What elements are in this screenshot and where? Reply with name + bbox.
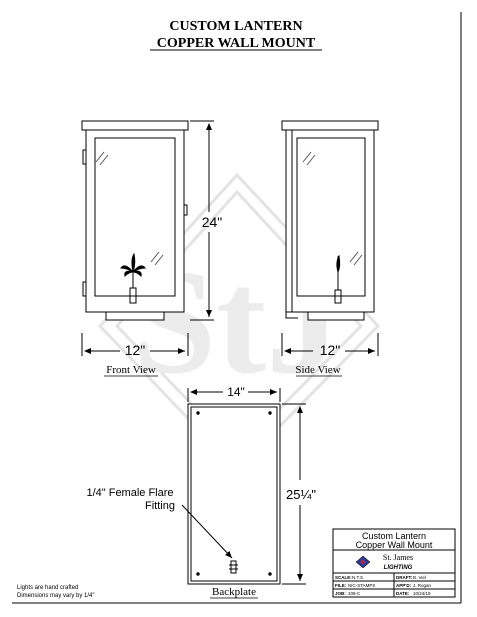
side-width-label: 12": [320, 342, 341, 358]
draft-value: B. Viel: [413, 575, 426, 580]
file-label: FILE:: [335, 583, 347, 588]
job-label: JOB:: [335, 591, 346, 596]
side-view: [281, 120, 379, 321]
backplate-view: [187, 403, 281, 585]
front-view-label: Front View: [106, 364, 156, 376]
title-block-product-line2: Copper Wall Mount: [356, 540, 433, 550]
fitting-callout-line2: Fitting: [145, 500, 175, 512]
company-logo-icon: [355, 555, 371, 569]
file-value: NIC-STAMPS: [348, 583, 375, 588]
appd-value: J. Rogan: [413, 583, 432, 588]
fitting-callout-leader: [181, 504, 233, 559]
note-line1: Lights are hand crafted: [17, 585, 78, 591]
draft-label: DRAFT:: [396, 575, 413, 580]
side-width-dimension: [281, 333, 379, 356]
company-name-line2: LIGHTING: [384, 565, 413, 571]
height-dimension: [190, 120, 214, 321]
title-block-product-line1: Custom Lantern: [362, 531, 426, 541]
drawing-title-line2: COPPER WALL MOUNT: [157, 36, 316, 51]
appd-label: APP'D:: [396, 583, 412, 588]
front-width-dimension: [81, 333, 189, 356]
backplate-height-dimension: [282, 403, 306, 585]
title-block: [332, 528, 456, 598]
fitting-callout-line1: 1/4" Female Flare: [86, 487, 173, 499]
drawing-title-line1: CUSTOM LANTERN: [169, 19, 302, 34]
backplate-height-label: 25¼": [286, 487, 316, 502]
company-name-line1: St. James: [383, 553, 413, 562]
note-line2: Dimensions may vary by 1/4": [17, 593, 95, 599]
job-value: 108-C: [348, 591, 361, 596]
date-label: DATE:: [396, 591, 410, 596]
front-width-label: 12": [125, 342, 146, 358]
front-view: [81, 120, 189, 321]
side-view-label: Side View: [295, 364, 340, 376]
backplate-width-label: 14": [227, 385, 245, 399]
date-value: 10/24/19: [413, 591, 431, 596]
height-dimension-label: 24": [202, 214, 223, 230]
scale-value: N.T.S.: [352, 575, 364, 580]
scale-label: SCALE:: [335, 575, 352, 580]
backplate-width-dimension: [187, 388, 281, 402]
backplate-label: Backplate: [212, 586, 256, 598]
